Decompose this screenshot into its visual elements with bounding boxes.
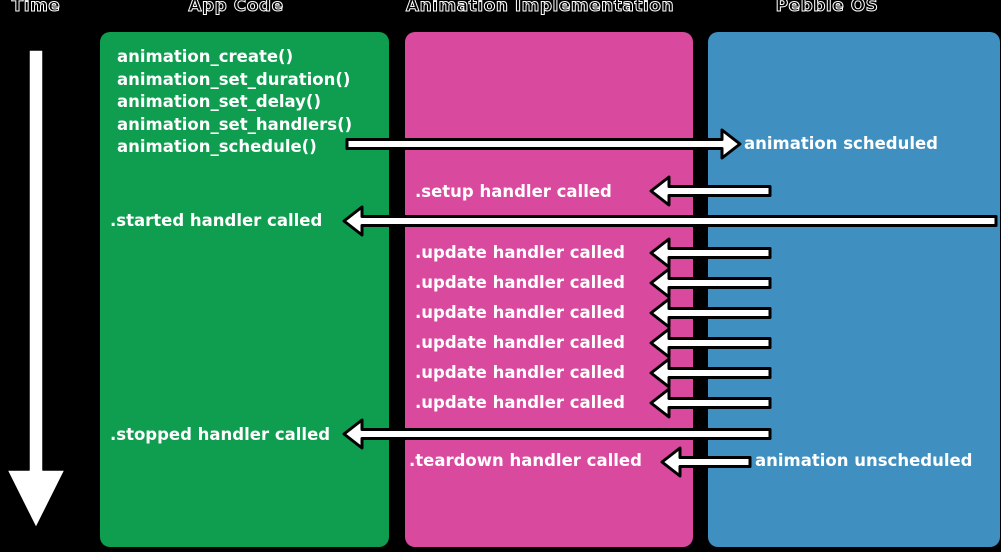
column-header-app-code: App Code: [188, 0, 284, 17]
message-label-update-handler: .update handler called: [415, 243, 625, 262]
code-line: animation_set_duration(): [117, 69, 351, 89]
app-code-call-list: animation_create() animation_set_duratio…: [117, 46, 352, 159]
code-line: animation_create(): [117, 47, 294, 66]
message-label-update-handler: .update handler called: [415, 333, 625, 352]
message-label-setup-handler: .setup handler called: [415, 182, 612, 201]
column-header-time: Time: [11, 0, 61, 17]
message-label-animation-unscheduled: animation unscheduled: [755, 451, 973, 470]
message-label-started-handler: .started handler called: [110, 211, 323, 230]
message-label-update-handler: .update handler called: [415, 393, 625, 412]
message-label-update-handler: .update handler called: [415, 363, 625, 382]
message-label-teardown-handler: .teardown handler called: [409, 451, 642, 470]
code-line: animation_set_delay(): [117, 92, 322, 112]
message-label-stopped-handler: .stopped handler called: [110, 425, 331, 444]
message-label-update-handler: .update handler called: [415, 303, 625, 322]
message-label-animation-scheduled: animation scheduled: [744, 134, 938, 153]
code-line: animation_set_handlers(): [117, 114, 353, 134]
column-header-animation-implementation: Animation Implementation: [405, 0, 675, 17]
time-axis-arrow: [6, 49, 66, 529]
message-label-update-handler: .update handler called: [415, 273, 625, 292]
lane-app-code: [100, 32, 389, 547]
column-header-pebble-os: Pebble OS: [775, 0, 879, 17]
lane-animation-implementation: [405, 32, 693, 547]
code-line: animation_schedule(): [117, 137, 317, 157]
